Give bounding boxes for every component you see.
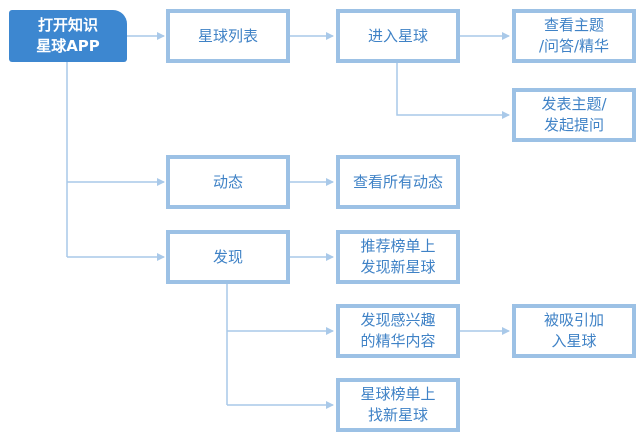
node-open-app[interactable]: 打开知识 星球APP (9, 10, 127, 62)
node-enter-planet[interactable]: 进入星球 (336, 9, 460, 63)
node-planet-ranking[interactable]: 星球榜单上 找新星球 (336, 378, 460, 432)
node-view-topics[interactable]: 查看主题 /问答/精华 (512, 9, 636, 63)
node-interest-content[interactable]: 发现感兴趣 的精华内容 (336, 304, 460, 358)
node-recommend-list[interactable]: 推荐榜单上 发现新星球 (336, 230, 460, 284)
node-dynamics[interactable]: 动态 (166, 155, 290, 209)
node-discover[interactable]: 发现 (166, 230, 290, 284)
node-planet-list[interactable]: 星球列表 (166, 9, 290, 63)
edge-enter-post-topic (396, 62, 510, 119)
node-attracted-join[interactable]: 被吸引加 入星球 (512, 304, 636, 358)
node-post-topic[interactable]: 发表主题/ 发起提问 (512, 88, 636, 142)
node-view-dynamics[interactable]: 查看所有动态 (336, 155, 460, 209)
